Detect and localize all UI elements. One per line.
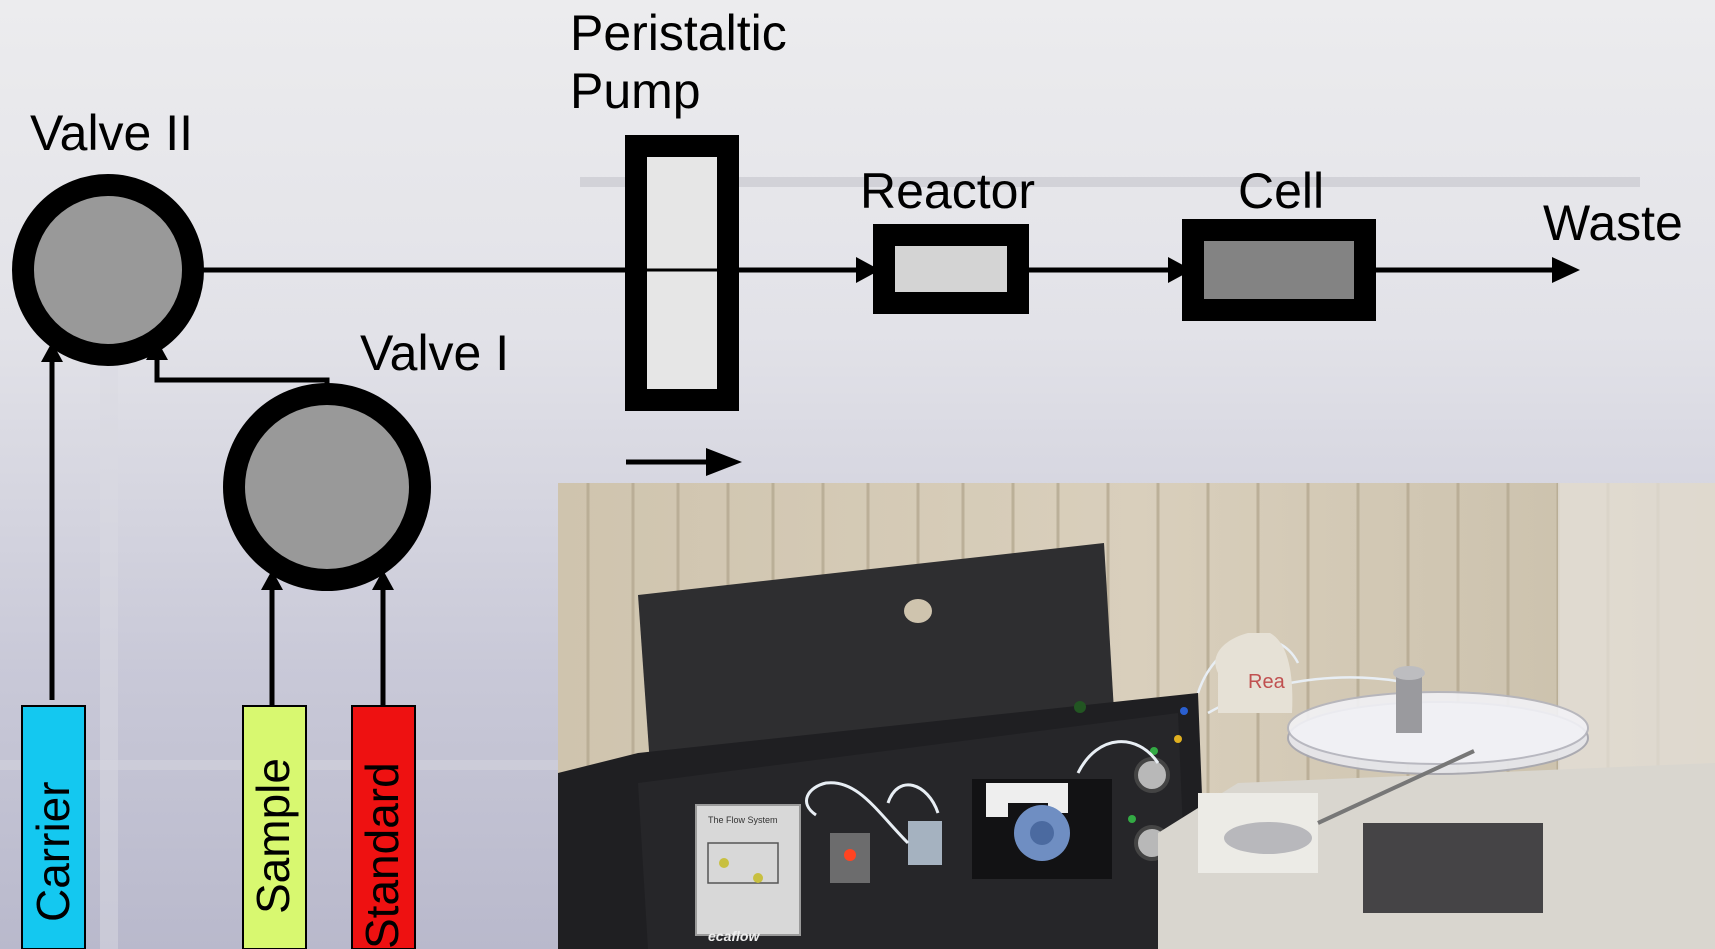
standard-arrow xyxy=(372,570,394,590)
arrow-into-valve2 xyxy=(146,340,168,360)
instrument-photo: The Flow System ecaflow xyxy=(558,483,1715,949)
photo-panel-title: The Flow System xyxy=(708,815,778,825)
sample-label: Sample xyxy=(247,758,299,914)
valve-1 xyxy=(223,383,431,591)
reactor-label: Reactor xyxy=(860,163,1036,219)
valve1-to-valve2-line xyxy=(154,360,330,396)
photo-bottle-text: Rea xyxy=(1248,671,1286,693)
pump-label-line2: Pump xyxy=(570,63,701,119)
valve2-label: Valve II xyxy=(30,105,194,161)
cell-label: Cell xyxy=(1238,163,1325,219)
instrument-photo-drawing: The Flow System ecaflow xyxy=(558,483,1715,949)
sample-reservoir xyxy=(242,705,307,949)
standard-label: Standard xyxy=(356,762,408,949)
arrow-to-cell xyxy=(1168,257,1192,283)
waste-label: Waste xyxy=(1543,195,1683,251)
valve-2 xyxy=(12,174,204,366)
pump-label-line1: Peristaltic xyxy=(570,5,787,61)
reactor xyxy=(873,224,1029,314)
valve1-label: Valve I xyxy=(360,325,510,381)
standard-reservoir xyxy=(351,705,416,949)
carrier-label: Carrier xyxy=(27,781,79,922)
arrow-to-reactor xyxy=(856,257,880,283)
flow-cell xyxy=(1182,219,1376,321)
carrier-arrow xyxy=(41,342,63,362)
photo-brand: ecaflow xyxy=(708,928,760,944)
arrow-to-waste xyxy=(1552,257,1580,283)
peristaltic-pump xyxy=(625,135,739,411)
carrier-reservoir xyxy=(21,705,86,949)
sample-arrow xyxy=(261,570,283,590)
